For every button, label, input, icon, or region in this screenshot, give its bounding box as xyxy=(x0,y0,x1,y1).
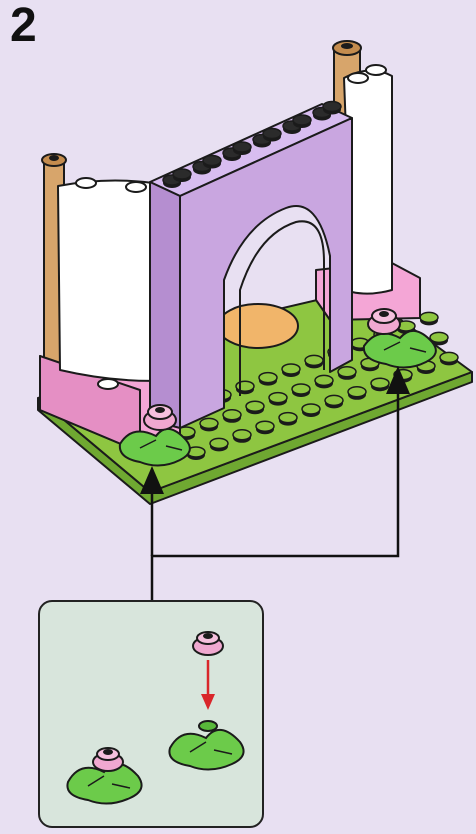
stud xyxy=(233,142,251,155)
stud xyxy=(203,156,221,169)
stud xyxy=(315,375,333,388)
main-build-illustration xyxy=(0,0,476,600)
stud xyxy=(233,430,251,443)
arch-side xyxy=(150,182,180,428)
right-wall-stud xyxy=(348,73,368,83)
right-wall-stud xyxy=(366,65,386,75)
stud xyxy=(293,115,311,128)
stud xyxy=(440,352,458,365)
finished-flower-icon xyxy=(67,748,141,804)
stud xyxy=(236,381,254,394)
stud xyxy=(348,387,366,400)
stud xyxy=(200,418,218,431)
stud xyxy=(173,169,191,182)
stud xyxy=(279,413,297,426)
left-wall-bottom-stud xyxy=(98,379,118,389)
right-pillar-hole xyxy=(341,43,353,49)
stud xyxy=(256,421,274,434)
stud xyxy=(323,102,341,115)
stud xyxy=(223,410,241,423)
stud xyxy=(302,404,320,417)
stud xyxy=(282,364,300,377)
subassembly-panel xyxy=(38,600,264,828)
flower-icon xyxy=(193,632,223,655)
stud xyxy=(420,312,438,325)
leaf-plate-icon xyxy=(169,721,243,770)
stud xyxy=(325,395,343,408)
stud xyxy=(263,129,281,142)
stud xyxy=(305,355,323,368)
tan-dome-piece xyxy=(218,304,298,348)
left-pillar-hole xyxy=(49,155,59,161)
left-wall-stud xyxy=(76,178,96,188)
stud xyxy=(371,378,389,391)
stud xyxy=(259,373,277,386)
subassembly-illustration xyxy=(40,602,262,826)
stud xyxy=(210,438,228,451)
left-wall-stud xyxy=(126,182,146,192)
stud xyxy=(338,367,356,380)
stud xyxy=(269,393,287,406)
move-down-arrow xyxy=(201,660,215,710)
stud xyxy=(292,384,310,397)
stud xyxy=(246,401,264,414)
